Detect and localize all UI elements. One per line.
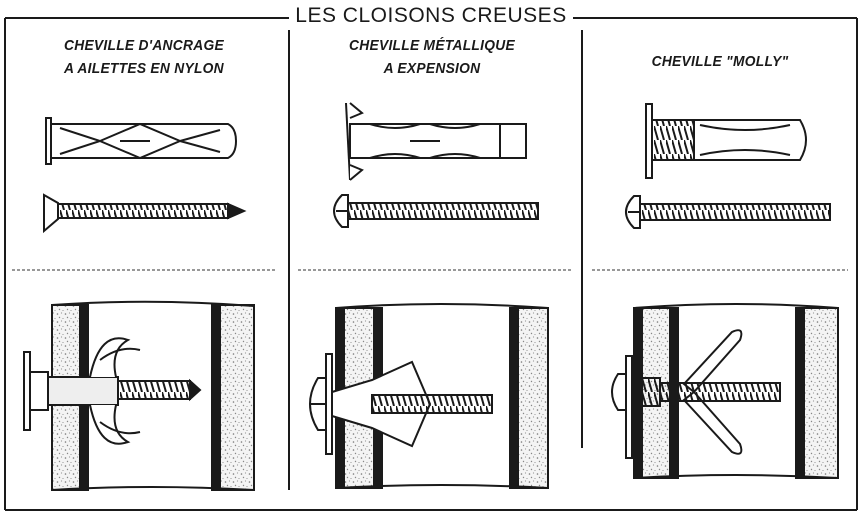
column-2-label: CHEVILLE MÉTALLIQUE A EXPENSION bbox=[322, 34, 543, 80]
machine-screw-illustration-2 bbox=[333, 194, 539, 228]
column-3-label: CHEVILLE "MOLLY" bbox=[619, 50, 821, 73]
machine-screw-illustration-3 bbox=[625, 195, 831, 229]
molly-anchor-illustration bbox=[645, 103, 807, 179]
metal-anchor-installed-illustration bbox=[309, 303, 549, 489]
column-1-label-line-1: CHEVILLE D'ANCRAGE bbox=[63, 37, 225, 54]
column-1-label-line-2: A AILETTES EN NYLON bbox=[64, 60, 224, 77]
column-3-label-line-1: CHEVILLE "MOLLY" bbox=[651, 53, 789, 70]
wood-screw-illustration bbox=[43, 193, 247, 234]
column-2-label-line-1: CHEVILLE MÉTALLIQUE bbox=[348, 37, 515, 54]
metal-expansion-anchor-illustration bbox=[345, 102, 527, 181]
nylon-anchor-installed-illustration bbox=[23, 300, 255, 491]
column-2-label-line-2: A EXPENSION bbox=[383, 60, 481, 77]
molly-anchor-installed-illustration bbox=[611, 303, 839, 479]
column-1-label: CHEVILLE D'ANCRAGE A AILETTES EN NYLON bbox=[34, 34, 255, 80]
nylon-anchor-plug-illustration bbox=[45, 117, 238, 165]
outer-frame bbox=[4, 17, 858, 511]
